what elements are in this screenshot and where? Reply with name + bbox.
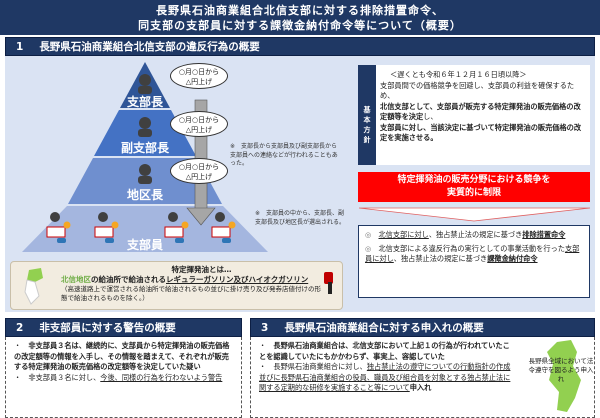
price-bubble: ○月○日から△円上げ bbox=[170, 158, 228, 184]
note-communication: ※ 支部長から支部員及び副支部長から支部員への連絡などが行われることもあった。 bbox=[230, 143, 338, 167]
level-vice-chief: 副支部長 bbox=[120, 141, 169, 155]
level-district-chief: 地区長 bbox=[126, 188, 163, 202]
price-bubble: ○月○日から△円上げ bbox=[170, 63, 228, 89]
page-title: 長野県石油商業組合北信支部に対する排除措置命令、 同支部の支部員に対する課徴金納… bbox=[0, 0, 600, 35]
nagano-map-icon bbox=[24, 268, 43, 305]
policy-bold: 北信支部として、支部員が販売する特定揮発油の販売価格の改定額等を決定 bbox=[380, 101, 581, 122]
section1-header: 1 長野県石油商業組合北信支部の違反行為の概要 bbox=[5, 37, 595, 56]
order-item: ◎ 北信支部に対し、独占禁止法の規定に基づき排除措置命令 bbox=[365, 230, 566, 239]
warning-item: ・ 非支部員３名は、継続的に、支部員から特定揮発油の販売価格の改定額等の情報を入… bbox=[14, 341, 230, 371]
title-line-2: 同支部の支部員に対する課徴金納付命令等について（概要） bbox=[138, 19, 462, 32]
section-title: 長野県石油商業組合北信支部の違反行為の概要 bbox=[39, 41, 260, 53]
gasoline-heading: 特定揮発油とは… bbox=[171, 265, 232, 274]
fuel-nozzle-icon bbox=[324, 272, 333, 294]
nagano-prefecture-map bbox=[547, 340, 581, 412]
chevron-arrow bbox=[358, 207, 591, 222]
level-branch-chief: 支部長 bbox=[126, 95, 163, 109]
gasoline-exclusion: （高速道路上で運営される給油所で給油されるもの並びに掛け売り及び発券店値付けの形… bbox=[61, 285, 321, 302]
competition-restriction-box: 特定揮発油の販売分野における競争を実質的に制限 bbox=[358, 172, 590, 202]
gasoline-mid: の給油所で給油される bbox=[91, 275, 166, 284]
policy-text: 支部員間での価格競争を回避し、支部員の利益を確保するため、 bbox=[380, 80, 575, 101]
request-item: ・ 長野県石油商業組合は、北信支部において上記１の行為が行われていたことを認識し… bbox=[259, 341, 510, 361]
section3-body: ・ 長野県石油商業組合は、北信支部において上記１の行為が行われていたことを認識し… bbox=[250, 337, 595, 418]
request-item: ・ 長野県石油商業組合に対し、独占禁止法の遵守についての行動指針の作成並びに長野… bbox=[259, 362, 511, 392]
gasoline-product: レギュラーガソリン及びハイオクガソリン bbox=[166, 275, 309, 284]
map-label: 長野県全域において法令遵守を図るよう申入れ bbox=[528, 357, 594, 383]
warning-item: ・ 非支部員３名に対し、今後、同様の行為を行わないよう警告 bbox=[14, 372, 223, 382]
order-item: ◎ 北信支部による違反行為の実行としての事業活動を行った支部員に対し、独占禁止法… bbox=[365, 243, 580, 264]
policy-period: ＜遅くとも令和６年１２月１６日頃以降＞ bbox=[390, 70, 527, 79]
policy-tag: 基本方針 bbox=[358, 65, 376, 165]
section-number: 1 bbox=[16, 41, 24, 53]
title-line-1: 長野県石油商業組合北信支部に対する排除措置命令、 bbox=[156, 4, 444, 17]
note-election: ※ 支部員の中から、支部長、副支部長及び地区長が選出される。 bbox=[255, 210, 346, 226]
basic-policy-box: 基本方針 ＜遅くとも令和６年１２月１６日頃以降＞ 支部員間での価格競争を回避し、… bbox=[358, 65, 590, 165]
section2-body: ・ 非支部員３名は、継続的に、支部員から特定揮発油の販売価格の改定額等の情報を入… bbox=[5, 337, 242, 418]
gasoline-definition: 特定揮発油とは… 北信地区の給油所で給油されるレギュラーガソリン及びハイオクガソ… bbox=[10, 261, 343, 310]
person-icons bbox=[50, 74, 225, 222]
price-bubble: ○月○日から△円上げ bbox=[170, 111, 228, 137]
policy-text: し、 bbox=[423, 112, 438, 121]
orders-box: ◎ 北信支部に対し、独占禁止法の規定に基づき排除措置命令 ◎ 北信支部による違反… bbox=[358, 225, 590, 298]
policy-bold: 支部員に対し、当該決定に基づいて特定揮発油の販売価格の改定を実施させる。 bbox=[380, 122, 582, 143]
gas-station-icons bbox=[46, 221, 236, 243]
gasoline-area: 北信地区 bbox=[61, 275, 91, 284]
level-member: 支部員 bbox=[126, 238, 163, 252]
